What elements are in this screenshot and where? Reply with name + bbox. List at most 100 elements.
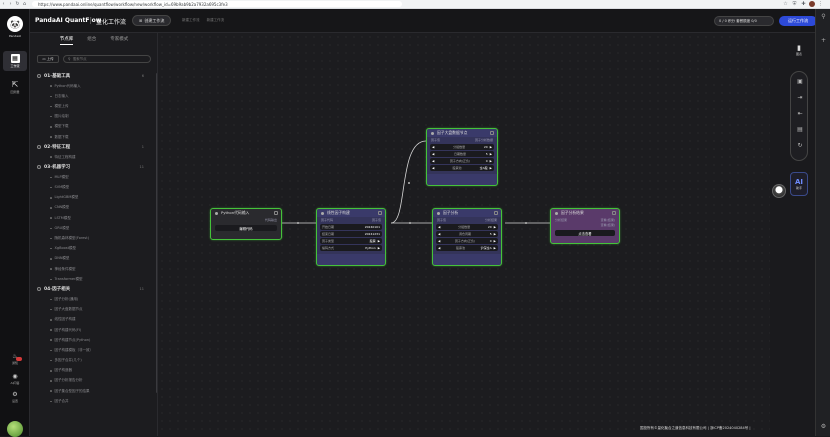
list-item[interactable]: 因子构造器	[30, 366, 156, 376]
input-port-label[interactable]: 因子值	[431, 138, 441, 142]
browser-avatar[interactable]	[809, 1, 815, 7]
node-header[interactable]: 因子大盘数据节点	[427, 129, 497, 137]
param-value[interactable]: 5	[485, 152, 488, 156]
param-value[interactable]: 沪深全A	[480, 246, 492, 250]
menu-icon[interactable]: ⋮	[818, 0, 823, 7]
list-item[interactable]: 因子分析(通用)	[30, 294, 156, 304]
credits-badge[interactable]: 0 / 0 积分 套餐额度 0/0	[714, 16, 774, 26]
rail-item-notifications[interactable]: ♨ 通知	[0, 353, 30, 365]
layers-icon[interactable]: ▣	[797, 78, 803, 85]
param-stock-pool[interactable]: ◀股票池沪深全A▶	[436, 245, 498, 251]
decrement-icon[interactable]: ◀	[432, 166, 435, 170]
input-port-label[interactable]: 因子值	[437, 218, 447, 222]
list-item[interactable]: 图片绘制	[30, 112, 156, 122]
decrement-icon[interactable]: ◀	[438, 232, 441, 236]
list-item[interactable]: 特征工程构建	[30, 152, 156, 162]
param-value[interactable]: 股票	[369, 239, 376, 243]
node-header[interactable]: Python代码输入	[211, 209, 281, 217]
node-factor-analysis-result[interactable]: 因子分析结果 分析结果查看(结果) 查看(结果) 点击查看	[550, 208, 620, 244]
list-item[interactable]: 因子构建模板（非一致）	[30, 345, 156, 355]
tab-expert-mode[interactable]: 专家模式	[110, 37, 129, 42]
output-port-label[interactable]: 代码输出	[264, 218, 277, 222]
param-value[interactable]: 0	[485, 159, 488, 163]
reload-icon[interactable]: ↻	[15, 0, 20, 7]
increment-icon[interactable]: ▶	[493, 232, 496, 236]
extension-icon[interactable]: ✚	[801, 0, 806, 7]
refresh-icon[interactable]: ↻	[797, 142, 803, 149]
param-stock-pool[interactable]: ◀股票池全A股▶	[430, 165, 494, 171]
list-item[interactable]: 因子构建节点(Python)	[30, 335, 156, 345]
ai-assistant-button[interactable]: AI 助手	[790, 172, 808, 196]
address-bar[interactable]: https://www.pandaai.online/quantflow/wor…	[32, 1, 402, 7]
export-icon[interactable]: ⇥	[797, 94, 803, 101]
list-item[interactable]: Transformer模型	[30, 274, 156, 284]
increment-icon[interactable]: ▶	[489, 145, 492, 149]
panda-logo-icon[interactable]: 🐼	[7, 16, 23, 32]
decrement-icon[interactable]: ◀	[432, 159, 435, 163]
breadcrumb-item[interactable]: 新建工作流	[182, 18, 200, 22]
node-menu-icon[interactable]	[274, 211, 278, 215]
list-item[interactable]: Python代码输入	[30, 81, 156, 91]
list-item[interactable]: 日志输入	[30, 91, 156, 101]
list-item[interactable]: SVM模型	[30, 183, 156, 193]
increment-icon[interactable]: ▶	[489, 152, 492, 156]
node-python-input[interactable]: Python代码输入 代码输出 编辑代码	[210, 208, 282, 240]
add-icon[interactable]: +	[820, 37, 827, 44]
node-menu-icon[interactable]	[490, 131, 494, 135]
import-icon[interactable]: ⇤	[797, 110, 803, 117]
gear-icon[interactable]: ⚙	[820, 423, 827, 430]
list-item[interactable]: 模型下载	[30, 122, 156, 132]
output-port-label[interactable]: 因子分析数据	[474, 138, 493, 142]
list-item[interactable]: CNN模型	[30, 203, 156, 213]
list-item[interactable]: XgBoost模型	[30, 244, 156, 254]
decrement-icon[interactable]: ◀	[432, 152, 435, 156]
search-input[interactable]	[72, 57, 143, 61]
increment-icon[interactable]: ▶	[489, 166, 492, 170]
list-item[interactable]: MLP模型	[30, 172, 156, 182]
trash-icon[interactable]: ▤	[797, 126, 803, 133]
decrement-icon[interactable]: ◀	[438, 239, 441, 243]
view-result-button[interactable]: 点击查看	[555, 230, 615, 236]
increment-icon[interactable]: ▶	[493, 239, 496, 243]
list-item[interactable]: LSTM模型	[30, 213, 156, 223]
home-icon[interactable]: ⌂	[22, 0, 27, 7]
input-port-label[interactable]: 因子代码	[321, 218, 334, 222]
output-port-label[interactable]: 因子值	[371, 218, 381, 222]
output-port-label[interactable]: 分析结果	[484, 218, 497, 222]
list-item[interactable]: 随机森林模型(Forest)	[30, 233, 156, 243]
rail-item-ai-qa[interactable]: ◉ AI问答	[0, 373, 30, 385]
tab-node-library[interactable]: 节点库	[59, 36, 74, 45]
param-value[interactable]: 20	[487, 225, 492, 229]
output-port-label[interactable]: 查看(结果)	[600, 218, 615, 222]
panda-assistant-icon[interactable]	[772, 184, 786, 198]
sidebar-scrollbar[interactable]	[156, 73, 157, 393]
increment-icon[interactable]: ▶	[489, 159, 492, 163]
edit-code-button[interactable]: 编辑代码	[215, 225, 277, 231]
param-value[interactable]: 全A股	[479, 166, 488, 170]
list-item[interactable]: 因子分析报告分析	[30, 376, 156, 386]
star-icon[interactable]: ☆	[783, 0, 788, 7]
user-avatar[interactable]	[7, 421, 23, 437]
param-value[interactable]: 20240101	[364, 225, 380, 229]
workflow-canvas[interactable]: Python代码输入 代码输出 编辑代码 线性因子构建 因子代码因子值 开始日期…	[158, 33, 770, 436]
back-icon[interactable]: ‹	[2, 0, 5, 7]
node-header[interactable]: 因子分析结果	[551, 209, 619, 217]
search-icon[interactable]: ⚲	[821, 13, 826, 20]
list-item[interactable]: 线性因子构建	[30, 315, 156, 325]
param-factor-direction[interactable]: ◀因子方向(正负)0▶	[430, 158, 494, 164]
new-workflow-button[interactable]: ⊞ 创建工作流	[132, 15, 172, 26]
run-workflow-button[interactable]: 运行工作流	[779, 16, 817, 26]
dropdown-arrow-icon[interactable]: ▶	[377, 239, 380, 243]
list-item[interactable]: 模型上传	[30, 101, 156, 111]
list-item[interactable]: DNN模型	[30, 254, 156, 264]
